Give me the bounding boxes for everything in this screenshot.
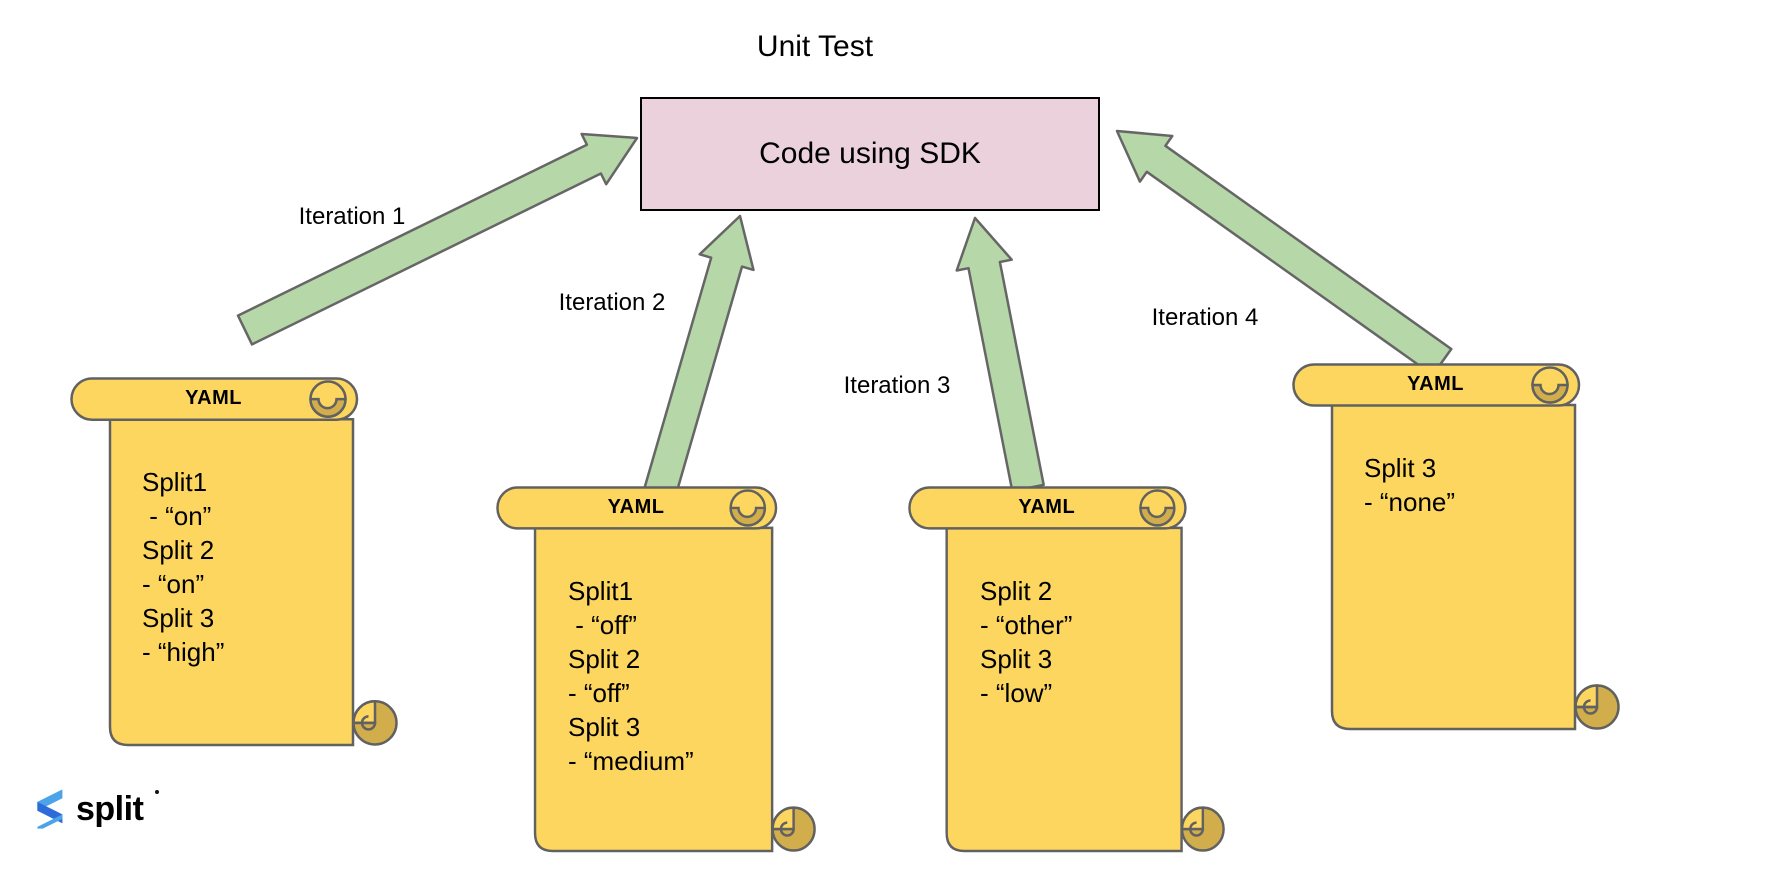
arrow-iteration-4-icon: [1115, 129, 1453, 377]
scroll-2-line: Split 3: [568, 712, 641, 742]
scroll-2-line: Split1: [568, 576, 634, 606]
scroll-3-line: Split 3: [980, 644, 1053, 674]
scroll-shape-icon: [1292, 363, 1620, 731]
scroll-3-line: - “low”: [980, 678, 1053, 708]
scroll-1-header: YAML: [185, 386, 242, 409]
scroll-1-body: Split1 - “on” Split 2 - “on” Split 3 - “…: [142, 465, 224, 669]
scroll-1-line: Split 3: [142, 603, 215, 633]
scroll-4-body: Split 3 - “none”: [1364, 451, 1455, 519]
scroll-4-line: Split 3: [1364, 453, 1437, 483]
iteration-3-label: Iteration 3: [843, 372, 951, 399]
scroll-2-header: YAML: [607, 495, 665, 518]
iteration-4-label: Iteration 4: [1151, 304, 1259, 331]
iteration-2-label: Iteration 2: [558, 289, 666, 316]
arrow-iteration-1-icon: [236, 132, 639, 346]
split-wordmark: split: [76, 790, 144, 828]
scroll-1-line: Split 2: [142, 535, 215, 565]
trademark-dot: [155, 790, 160, 794]
scroll-1-line: - “on”: [142, 501, 212, 531]
iteration-1-label: Iteration 1: [298, 203, 406, 230]
scroll-2-line: - “off”: [568, 678, 630, 708]
scroll-1-line: - “high”: [142, 637, 225, 667]
scroll-3-body: Split 2 - “other” Split 3 - “low”: [980, 574, 1072, 710]
arrow-iteration-2-icon: [643, 214, 755, 498]
scroll-1-line: - “on”: [142, 569, 205, 599]
scroll-3-header: YAML: [1018, 495, 1076, 518]
scroll-3-line: Split 2: [980, 576, 1053, 606]
scroll-3-line: - “other”: [980, 610, 1073, 640]
scroll-2-line: Split 2: [568, 644, 641, 674]
code-using-sdk-box: Code using SDK: [640, 97, 1100, 211]
scroll-1-line: Split1: [142, 467, 208, 497]
scroll-2-line: - “off”: [568, 610, 637, 640]
scroll-shape-icon: [70, 377, 398, 747]
yaml-scroll-1: YAML Split1 - “on” Split 2 - “on” Split …: [70, 377, 400, 747]
yaml-scroll-3: YAML Split 2 - “other” Split 3 - “low”: [908, 486, 1227, 853]
split-logo: split: [32, 786, 160, 832]
split-logo-icon: [37, 789, 63, 829]
diagram-title: Unit Test: [756, 30, 874, 63]
scroll-2-body: Split1 - “off” Split 2 - “off” Split 3 -…: [568, 574, 694, 778]
scroll-2-line: - “medium”: [568, 746, 694, 776]
code-using-sdk-label: Code using SDK: [759, 137, 981, 170]
yaml-scroll-2: YAML Split1 - “off” Split 2 - “off” Spli…: [496, 486, 818, 853]
yaml-scroll-4: YAML Split 3 - “none”: [1292, 363, 1622, 731]
arrow-iteration-3-icon: [955, 216, 1045, 493]
scroll-4-line: - “none”: [1364, 487, 1456, 517]
scroll-4-header: YAML: [1407, 372, 1464, 395]
